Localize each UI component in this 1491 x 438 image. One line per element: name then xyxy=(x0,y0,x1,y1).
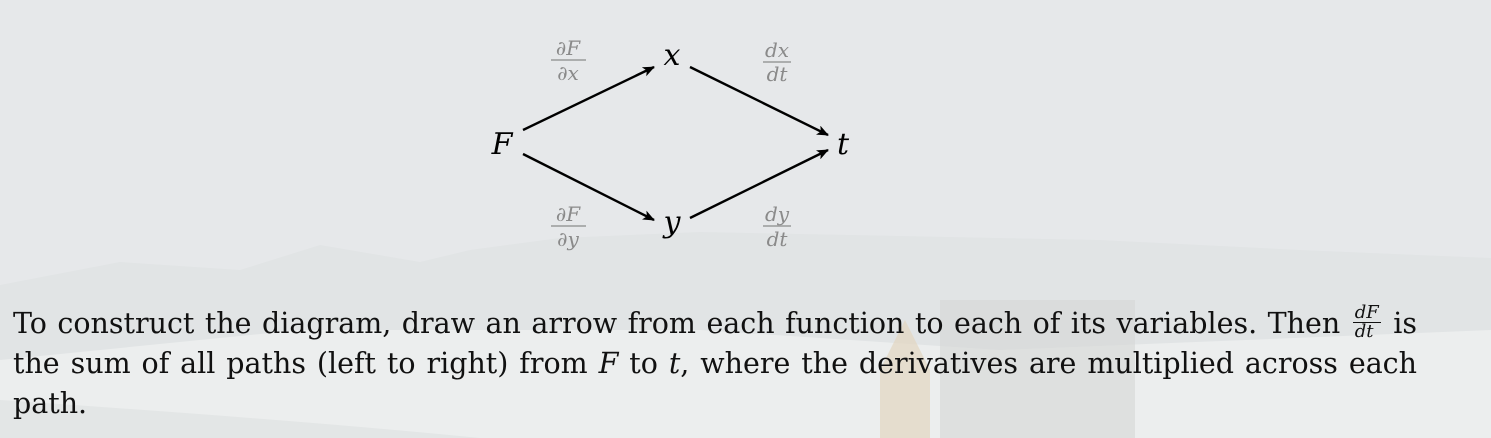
node-t: t xyxy=(837,127,850,162)
paragraph-text-4: , where the derivatives are multiplied a… xyxy=(13,347,1418,420)
label-dx-dt-numerator: dx xyxy=(765,38,789,62)
label-dy-dt: dy dt xyxy=(763,202,791,251)
paragraph-text-1: To construct the diagram, draw an arrow … xyxy=(13,307,1351,340)
edge-x-to-t xyxy=(689,65,829,137)
paragraph-var-F: F xyxy=(598,347,619,380)
edge-F-to-x xyxy=(522,65,655,132)
label-dF-dx-numerator: ∂F xyxy=(556,36,581,60)
label-dx-dt-denominator: dt xyxy=(767,62,789,86)
inline-fraction-numerator: dF xyxy=(1352,302,1381,323)
paragraph-text-3: to xyxy=(618,347,669,380)
edge-F-to-y xyxy=(522,152,655,222)
node-y: y xyxy=(662,205,682,240)
label-dF-dy: ∂F ∂y xyxy=(551,202,586,251)
label-dF-dx: ∂F ∂x xyxy=(551,36,586,85)
label-dF-dy-numerator: ∂F xyxy=(556,202,581,226)
paragraph-var-t: t xyxy=(668,347,681,380)
label-dy-dt-denominator: dt xyxy=(767,227,789,251)
inline-fraction-denominator: dt xyxy=(1354,321,1374,342)
label-dF-dx-denominator: ∂x xyxy=(557,61,579,85)
edge-y-to-t xyxy=(689,148,829,220)
label-dy-dt-numerator: dy xyxy=(765,202,790,226)
node-F: F xyxy=(491,127,514,162)
explanation-paragraph: To construct the diagram, draw an arrow … xyxy=(13,304,1417,424)
label-dF-dy-denominator: ∂y xyxy=(557,227,579,251)
chain-rule-tree-diagram: F x y t ∂F ∂x dx dt ∂F ∂y dy dt xyxy=(491,36,850,251)
label-dx-dt: dx dt xyxy=(763,38,791,86)
node-x: x xyxy=(664,38,681,73)
paragraph-text-2: is the sum of all paths (left to right) … xyxy=(13,307,1417,380)
